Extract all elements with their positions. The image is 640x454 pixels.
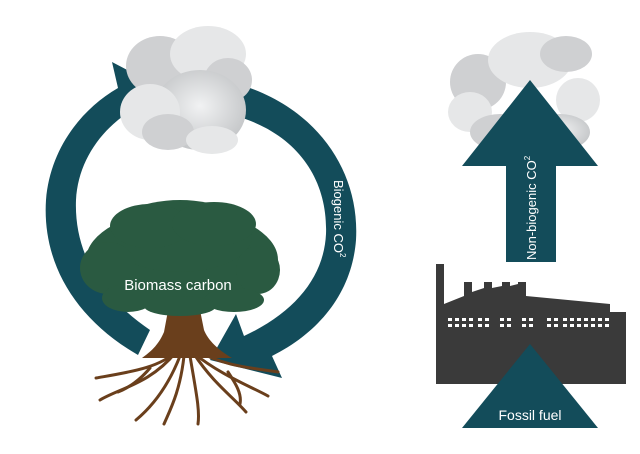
left-biogenic-arrow-icon bbox=[45, 62, 162, 355]
tree-label: Biomass carbon bbox=[124, 277, 232, 294]
up-arrow-label: Non-biogenic CO2 bbox=[523, 155, 539, 260]
tree-icon: Biomass carbon bbox=[80, 200, 280, 426]
factory-icon bbox=[436, 264, 626, 384]
biogenic-cycle-arrows: Biogenic CO2 Biogenic CO2 bbox=[29, 62, 357, 378]
right-biogenic-arrow-icon bbox=[210, 86, 357, 378]
non-biogenic-arrow-icon: Non-biogenic CO2 bbox=[462, 80, 598, 262]
factory-windows bbox=[448, 318, 609, 327]
fossil-fuel-icon: Fossil fuel bbox=[462, 344, 598, 428]
fossil-fuel-label: Fossil fuel bbox=[498, 407, 561, 423]
left-arrow-label: Biogenic CO2 bbox=[29, 194, 45, 272]
right-arrow-label: Biogenic CO2 bbox=[331, 180, 347, 258]
left-cloud-icon bbox=[120, 26, 252, 154]
